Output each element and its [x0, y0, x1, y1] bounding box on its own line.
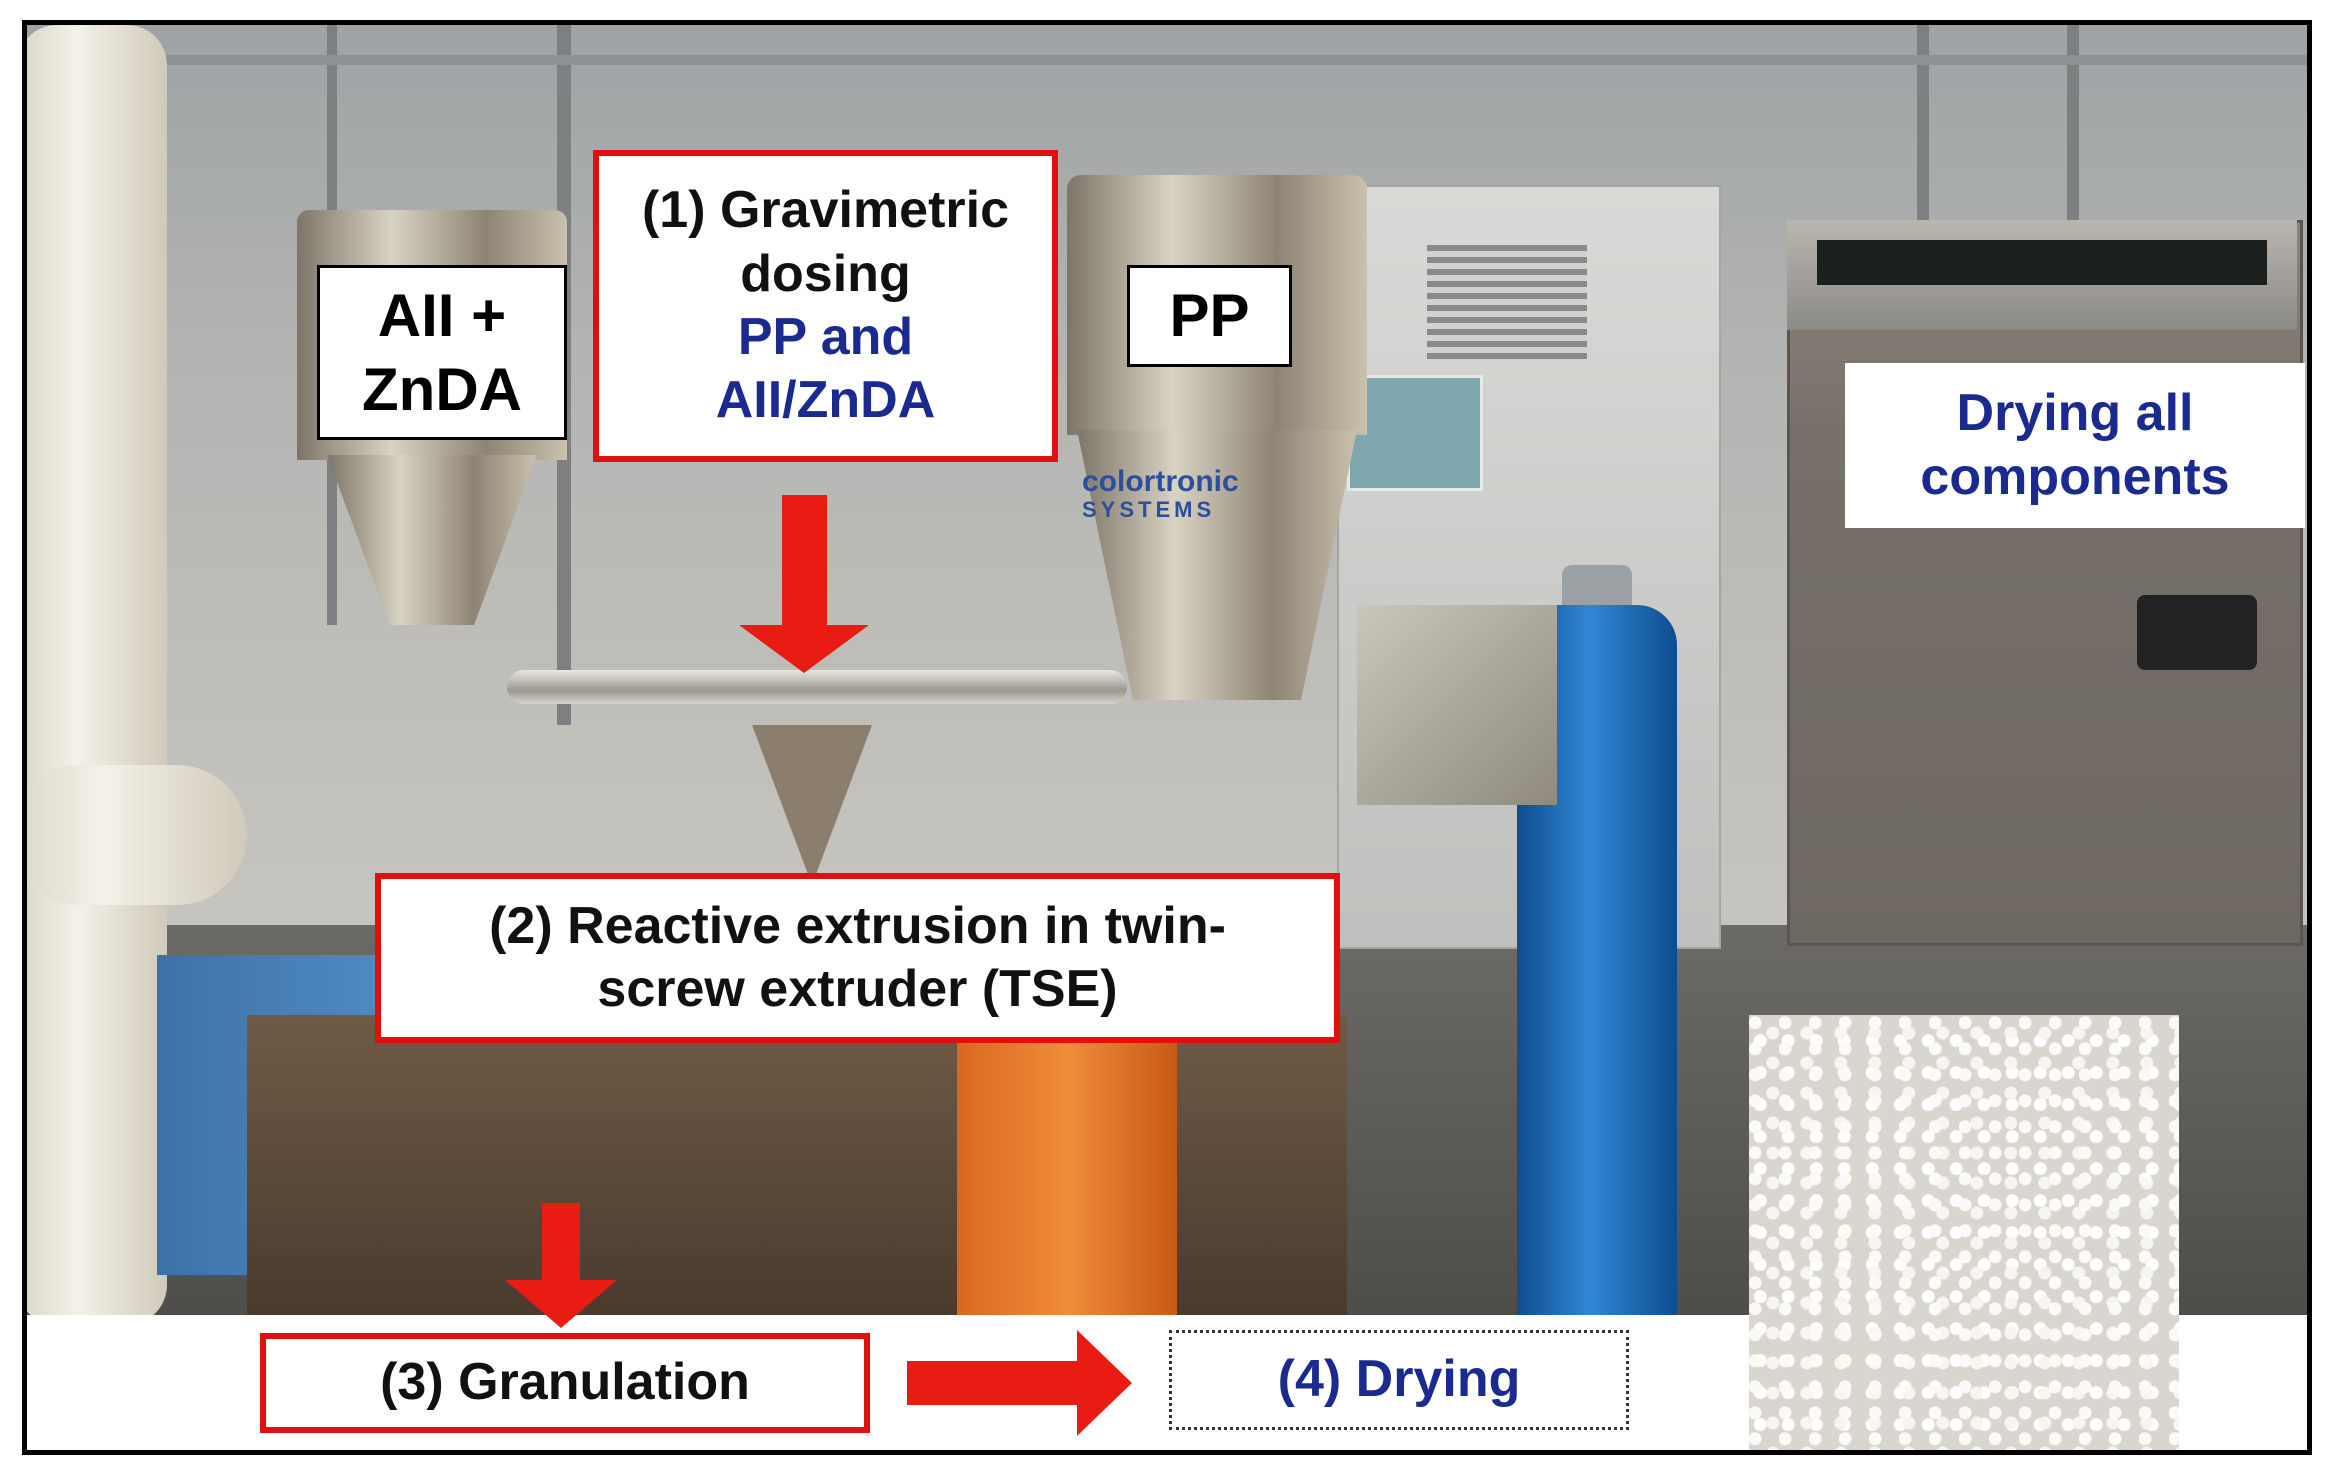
drying-oven: [1787, 220, 2303, 946]
brand-name: colortronic: [1082, 465, 1239, 498]
drying-all-line1: Drying all: [1956, 384, 2194, 443]
dosing-label-line1: (1) Gravimetric: [641, 181, 1010, 240]
oven-handle: [2137, 595, 2257, 670]
wall-conduit: [2067, 25, 2079, 255]
pellets-inset: [1749, 1015, 2179, 1450]
arrow-granulation-to-drying: [907, 1330, 1132, 1436]
dosing-label-line3: PP and: [737, 308, 914, 366]
dosing-unit: [1357, 605, 1557, 805]
dosing-label: (1) Gravimetric dosing PP and AII/ZnDA: [593, 150, 1058, 462]
pp-label-text: PP: [1169, 282, 1250, 350]
cabinet-vent: [1427, 245, 1587, 365]
drying-label: (4) Drying: [1169, 1330, 1629, 1430]
arrow-extrusion-to-granulation: [505, 1203, 617, 1328]
additive-label-line2: ZnDA: [362, 355, 522, 423]
drying-all-line2: components: [1920, 447, 2230, 506]
extrusion-line2: screw extruder (TSE): [597, 960, 1118, 1018]
exhaust-duct-joint: [27, 765, 247, 905]
granulation-label: (3) Granulation: [260, 1333, 870, 1433]
brand-logo: colortronic SYSTEMS: [1082, 465, 1282, 545]
arrow-dosing-to-feed: [739, 495, 869, 673]
drying-text: (4) Drying: [1277, 1350, 1521, 1409]
exhaust-duct: [27, 25, 167, 1325]
additive-label-line1: AII +: [377, 282, 507, 350]
extrusion-line1: (2) Reactive extrusion in twin-: [489, 896, 1226, 955]
brand-subtitle: SYSTEMS: [1082, 497, 1216, 522]
dosing-label-line4: AII/ZnDA: [715, 371, 936, 430]
ceiling-rail: [27, 55, 2307, 65]
extrusion-label: (2) Reactive extrusion in twin- screw ex…: [375, 873, 1340, 1043]
photo-frame: colortronic SYSTEMS AII + ZnDA (1) Gravi…: [22, 20, 2312, 1455]
pp-label: PP: [1127, 265, 1292, 367]
feed-funnel: [752, 725, 872, 885]
granulation-text: (3) Granulation: [380, 1353, 750, 1412]
additive-label: AII + ZnDA: [317, 265, 567, 440]
oven-display: [1817, 240, 2267, 285]
dosing-label-line2: dosing: [740, 244, 911, 303]
process-arrows: [505, 495, 1132, 1436]
feed-pipe: [507, 670, 1127, 704]
drying-all-label: Drying all components: [1845, 363, 2305, 528]
lab-photo: colortronic SYSTEMS: [27, 25, 2307, 1450]
